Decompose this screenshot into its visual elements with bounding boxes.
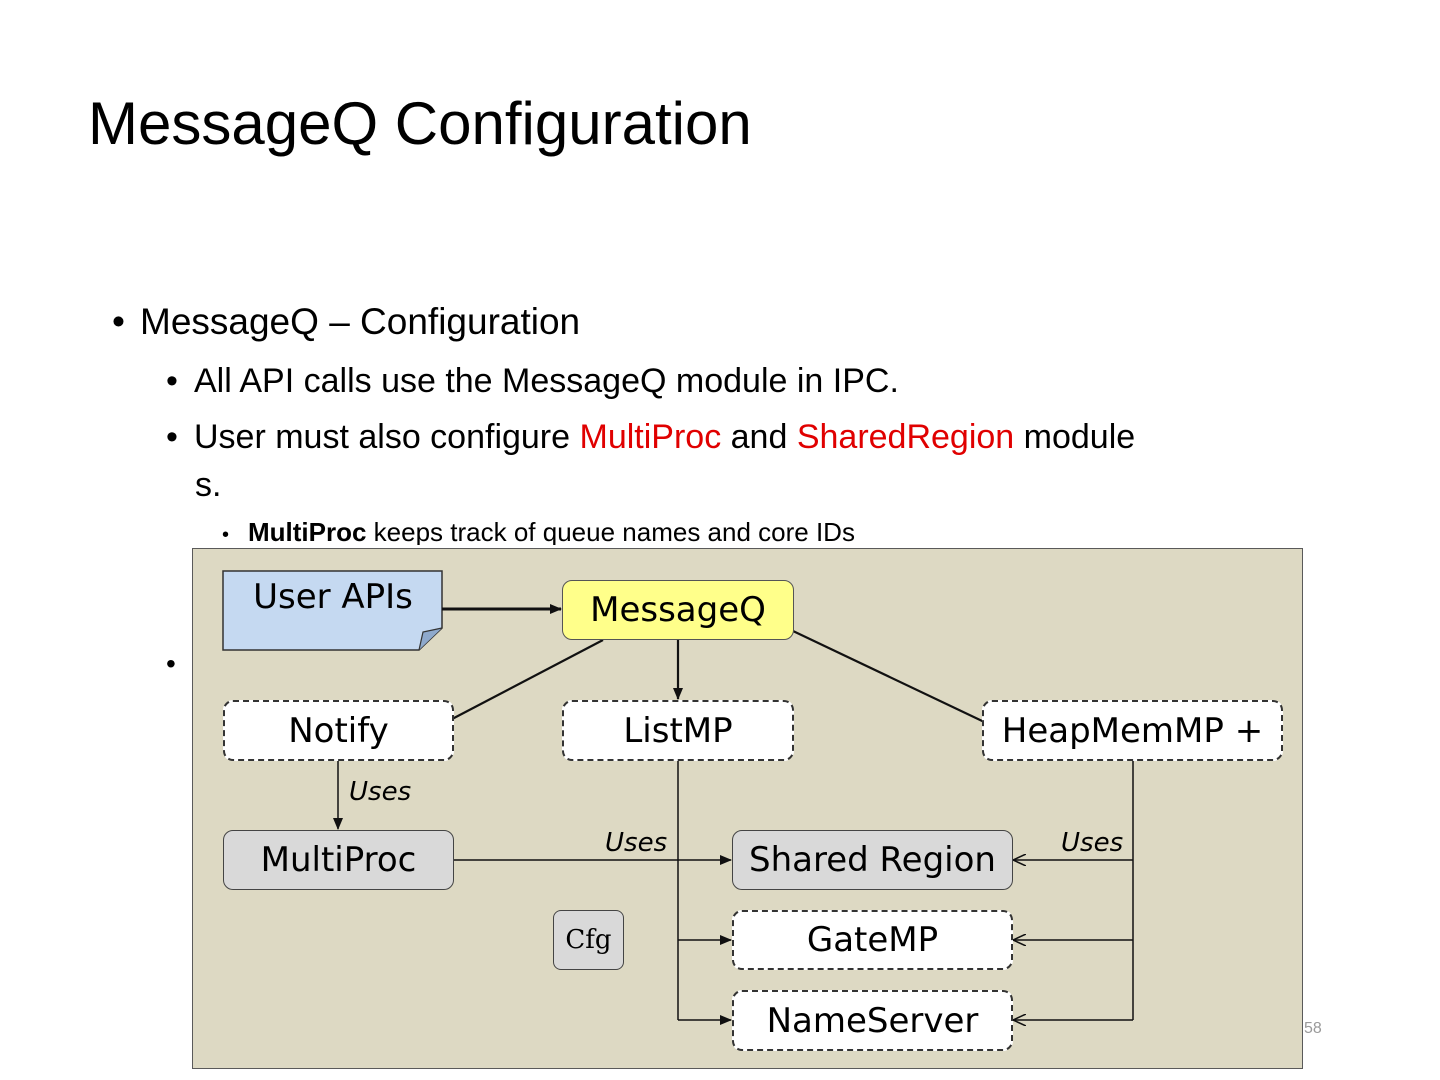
gatemp-box: GateMP xyxy=(732,910,1013,970)
notify-box: Notify xyxy=(223,700,454,761)
cfg-box: Cfg xyxy=(553,910,624,970)
page-number: 58 xyxy=(1304,1020,1322,1037)
bullet-level1-text: MessageQ – Configuration xyxy=(140,301,581,342)
nameserver-box: NameServer xyxy=(732,990,1013,1051)
bullet-level2-api-text: All API calls use the MessageQ module in… xyxy=(194,362,899,400)
user-apis-label: User APIs xyxy=(253,577,413,617)
uses-label-multiproc: Uses xyxy=(605,828,668,858)
uses-label-notify: Uses xyxy=(349,777,412,807)
bullet-level3-rest: keeps track of queue names and core IDs xyxy=(366,517,855,545)
bullet-dot-icon: • xyxy=(112,301,125,342)
highlight-sharedregion: SharedRegion xyxy=(796,418,1015,456)
bullet-dot-icon: • xyxy=(166,648,176,679)
bullet-configure-continuation: s. xyxy=(195,466,222,504)
messageq-box: MessageQ xyxy=(562,580,794,640)
heapmemmp-box: HeapMemMP + xyxy=(982,700,1283,761)
bullet-configure-pre: User must also configure xyxy=(194,418,580,456)
bullet-level1: • MessageQ – Configuration xyxy=(112,300,580,344)
shared-region-box: Shared Region xyxy=(732,830,1013,890)
bullet-configure-post: module xyxy=(1014,418,1136,456)
messageq-diagram: User APIs MessageQ Notify ListMP HeapMem… xyxy=(192,548,1303,1069)
bullet-dot-icon: • xyxy=(222,524,230,545)
diagram-connectors xyxy=(222,570,1134,1069)
arrow-messageq-heapmemmp xyxy=(792,630,1000,730)
highlight-multiproc: MultiProc xyxy=(579,418,722,456)
arrow-messageq-notify xyxy=(432,639,604,730)
bullet-dot-icon: • xyxy=(166,362,178,400)
slide-title: MessageQ Configuration xyxy=(88,90,752,157)
bullet-configure-mid: and xyxy=(721,418,797,456)
listmp-box: ListMP xyxy=(562,700,794,761)
bullet-level2-configure: •User must also configure MultiProc and … xyxy=(166,413,1326,504)
bullet-dot-icon: • xyxy=(166,418,178,456)
bullet-level3-multiproc: • MultiProc keeps track of queue names an… xyxy=(222,515,855,545)
bullet-level2-api: • All API calls use the MessageQ module i… xyxy=(166,357,899,405)
uses-label-heapmemmp: Uses xyxy=(1061,828,1124,858)
bullet-level3-bold: MultiProc xyxy=(248,517,367,545)
multiproc-box: MultiProc xyxy=(223,830,454,890)
